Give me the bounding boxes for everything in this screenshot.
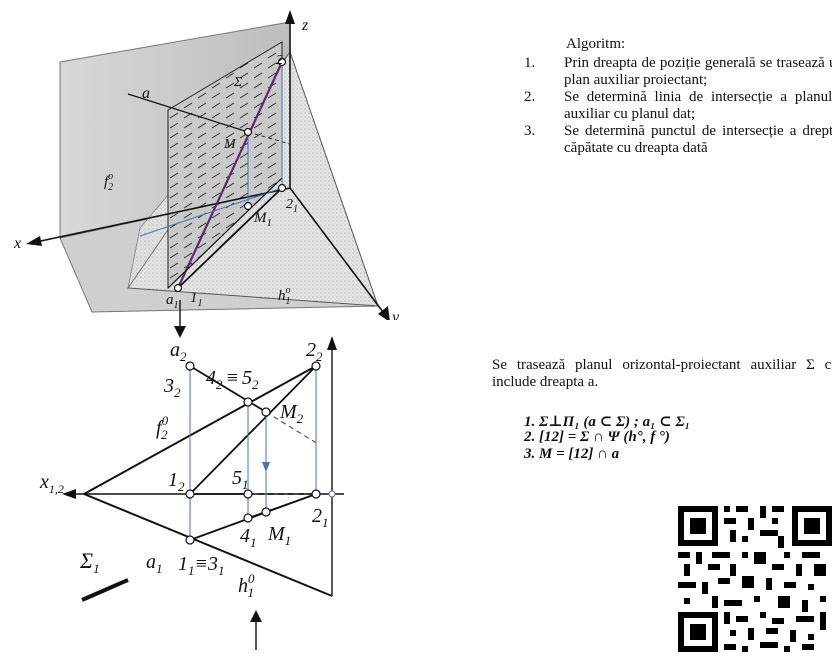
label-M2: M2 (279, 401, 304, 426)
step-number: 1. (524, 55, 536, 71)
point-4252 (243, 397, 253, 407)
point-21 (311, 489, 321, 499)
point-51 (243, 489, 253, 499)
trace-h (177, 187, 283, 289)
label-11: 11 (190, 290, 203, 309)
trace-f20 (83, 365, 317, 495)
arrow-z (285, 10, 295, 24)
step-number: 3. (524, 123, 536, 139)
sigma1-trace (81, 578, 129, 602)
arrow-x (26, 236, 42, 246)
arrow-up-head (250, 610, 262, 622)
proj-M2-arrow (262, 462, 270, 472)
step-text: Se determină punctul de intersecție a dr… (564, 123, 832, 156)
label-12: 12 (168, 469, 185, 494)
label-z: z (301, 17, 309, 34)
line-12 (177, 61, 283, 289)
algorithm-step: 2. Se determină linia de intersecție a p… (524, 89, 832, 122)
line-a2 (189, 365, 267, 413)
algorithm-title: Algoritm: (566, 36, 626, 52)
label-51: 51 (232, 467, 249, 492)
point-41 (243, 513, 253, 523)
label-x12: x1,2 (39, 471, 64, 496)
point-M1 (243, 201, 253, 211)
vertical-axis-arrow (327, 336, 337, 350)
label-11-31: 11≡31 (178, 553, 225, 578)
label-41: 41 (240, 525, 257, 550)
algorithm-step: 3. Se determină punctul de intersecție a… (524, 123, 832, 156)
arrow-down-head (174, 326, 186, 338)
sigma-trace (167, 177, 283, 289)
axis-x12-arrow (62, 489, 76, 499)
label-a2: a2 (170, 339, 187, 364)
point-M1 (261, 507, 271, 517)
explanation-paragraph: Se trasează planul orizontal-proiectant … (492, 357, 832, 390)
label-22: 22 (306, 339, 323, 364)
label-4252: 42≡52 (206, 367, 259, 392)
line-a2-dashed (265, 411, 319, 445)
point-M (243, 127, 253, 137)
label-32: 32 (163, 375, 181, 400)
line-41-21 (247, 493, 317, 519)
trace-a1 (139, 187, 283, 237)
line-a (127, 93, 249, 133)
line-1222 (189, 365, 317, 495)
axis-y (289, 187, 387, 317)
label-2: 2 (276, 53, 283, 68)
point-21-end (328, 490, 336, 498)
algorithm-step: 1. Prin dreapta de poziție generală se t… (524, 55, 832, 88)
algorithm-list: 1. Prin dreapta de poziție generală se t… (524, 55, 832, 157)
trace-h10 (83, 493, 333, 597)
point-21 (277, 183, 287, 193)
formula-2: 2. [12] = Σ ∩ Ψ (h°, f °) (524, 429, 670, 445)
point-22 (311, 361, 321, 371)
point-M2 (261, 407, 271, 417)
label-alpha1: a1 (146, 551, 163, 576)
label-y: y (390, 309, 400, 320)
point-2 (277, 57, 287, 67)
step-number: 2. (524, 89, 536, 105)
line-a-dashed (247, 131, 291, 145)
label-x: x (13, 235, 21, 252)
arrow-y (378, 306, 390, 320)
label-a1: a1 (166, 292, 179, 311)
point-11 (185, 535, 195, 545)
label-M1: M1 (267, 523, 291, 548)
label-sigma1: Σ1 (79, 548, 100, 576)
step-text: Prin dreapta de poziție generală se tras… (564, 55, 832, 88)
label-sigma: Σ (233, 75, 243, 90)
label-21: 21 (286, 197, 298, 215)
point-12 (185, 489, 195, 499)
qr-code-icon[interactable] (672, 500, 832, 656)
formula-1: 1. Σ⊥Π₁ (a ⊂ Σ) ; a₁ ⊂ Σ₁ (524, 414, 690, 430)
step-text: Se determină linia de intersecție a plan… (564, 89, 832, 122)
point-11 (173, 283, 183, 293)
formula-3: 3. M = [12] ∩ a (524, 446, 620, 462)
label-M: M (223, 137, 237, 152)
label-21: 21 (312, 505, 329, 530)
point-a2 (185, 361, 195, 371)
label-a: a (142, 85, 150, 102)
label-M1: M1 (253, 210, 272, 229)
